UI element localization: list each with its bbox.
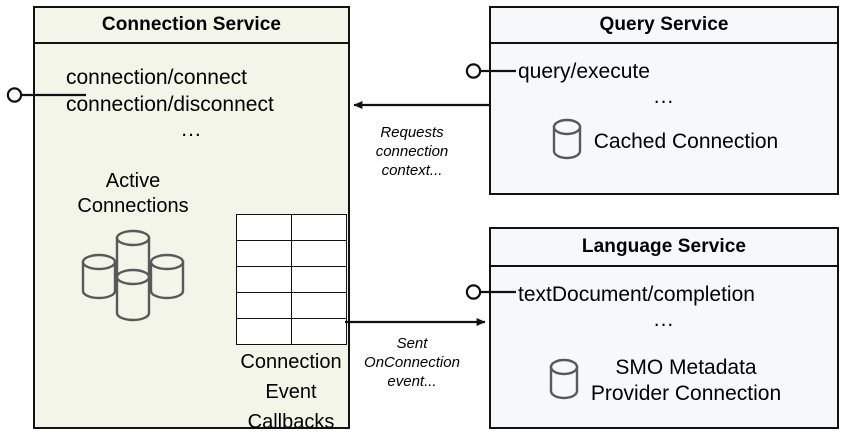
active-connections-block: Active Connections xyxy=(47,169,219,323)
database-cluster-icon xyxy=(47,225,219,323)
node-query-service[interactable]: Query Service query/execute ... Cached C… xyxy=(489,6,839,195)
callbacks-label-line1: Connection xyxy=(240,351,342,373)
operation-textdocument-completion: textDocument/completion xyxy=(518,283,755,306)
active-connections-label-line1: Active xyxy=(105,170,161,192)
node-body-language-service: textDocument/completion ... SMO Metadata… xyxy=(491,267,837,427)
operation-ellipsis-connection-service: ... xyxy=(181,118,202,141)
table-row xyxy=(235,318,347,345)
node-title-connection-service: Connection Service xyxy=(35,8,348,44)
operation-ellipsis-query-service: ... xyxy=(653,85,675,108)
operation-query-execute: query/execute xyxy=(518,60,650,83)
callbacks-label-line2: Event xyxy=(265,381,317,403)
table-cell xyxy=(290,214,347,241)
table-cell xyxy=(235,266,292,293)
callbacks-label-line3: Callbacks xyxy=(247,411,335,433)
edge-label-line1: Requests xyxy=(380,124,444,141)
edge-label-line3: context... xyxy=(381,162,443,179)
table-cell xyxy=(290,292,347,319)
smo-metadata-label-line2: Provider Connection xyxy=(590,382,782,405)
node-title-language-service: Language Service xyxy=(491,229,837,267)
cached-connection-block: Cached Connection xyxy=(491,116,837,167)
table-cell xyxy=(235,240,292,267)
edge-label-line2: connection xyxy=(375,143,449,160)
smo-metadata-label-line1: SMO Metadata xyxy=(615,356,757,379)
table-row xyxy=(235,240,347,267)
operation-connection-disconnect: connection/disconnect xyxy=(66,93,274,116)
edge-label-requests-connection-context: Requests connection context... xyxy=(352,123,472,180)
edge-label-line3: event... xyxy=(387,373,437,390)
table-row xyxy=(235,214,347,241)
smo-metadata-block: SMO Metadata Provider Connection xyxy=(491,355,837,407)
node-connection-service[interactable]: Connection Service connection/connect co… xyxy=(33,6,350,433)
node-language-service[interactable]: Language Service textDocument/completion… xyxy=(489,227,839,429)
table-row xyxy=(235,266,347,293)
table-cell xyxy=(235,214,292,241)
table-row xyxy=(235,292,347,319)
operation-connection-connect: connection/connect xyxy=(66,66,247,89)
database-cylinder-icon xyxy=(547,356,581,407)
edge-label-line2: OnConnection xyxy=(364,354,460,371)
node-body-query-service: query/execute ... Cached Connection xyxy=(491,44,837,193)
node-body-connection-service: connection/connect connection/disconnect… xyxy=(35,44,348,433)
operation-list-connection-service: connection/connect connection/disconnect… xyxy=(35,64,348,142)
active-connections-label-line2: Connections xyxy=(77,195,189,217)
cached-connection-label: Cached Connection xyxy=(593,129,779,153)
connection-event-callbacks-block: Connection Event Callbacks xyxy=(215,214,367,435)
table-cell xyxy=(290,240,347,267)
operation-ellipsis-language-service: ... xyxy=(653,308,675,331)
table-cell xyxy=(290,318,347,345)
edge-label-sent-onconnection-event: Sent OnConnection event... xyxy=(352,334,472,391)
edge-label-line1: Sent xyxy=(396,335,428,352)
database-cylinder-icon xyxy=(550,116,584,167)
table-cell xyxy=(290,266,347,293)
smo-metadata-label-group: SMO Metadata Provider Connection xyxy=(591,355,781,407)
table-cell xyxy=(235,318,292,345)
grid-table-icon xyxy=(235,214,347,345)
node-title-query-service: Query Service xyxy=(491,8,837,44)
table-cell xyxy=(235,292,292,319)
